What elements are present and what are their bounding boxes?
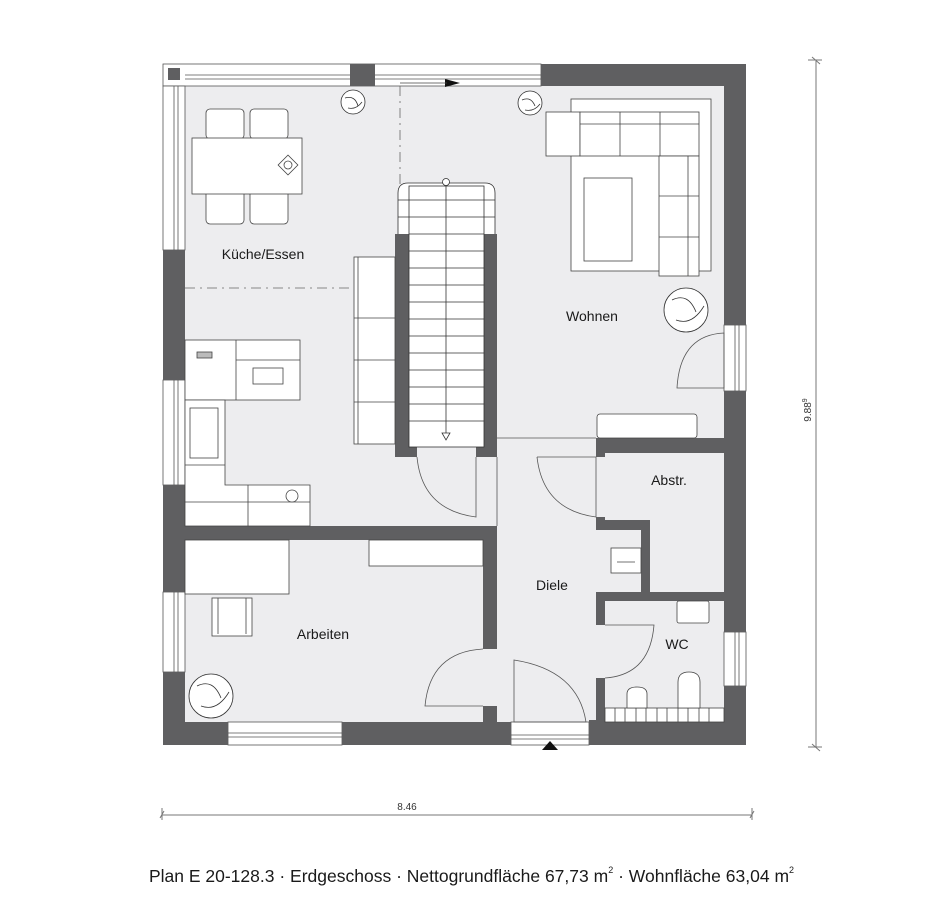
wc-fixtures: [604, 600, 725, 723]
living-area-value: 63,04: [725, 866, 770, 886]
dimension-height: [808, 56, 822, 752]
net-area-label: Nettogrundfläche: [406, 866, 541, 886]
dining-table[interactable]: [191, 108, 303, 225]
room-label-abstr: Abstr.: [651, 472, 687, 488]
plan-floor: Erdgeschoss: [290, 866, 392, 886]
sofa[interactable]: [545, 98, 712, 277]
kitchen-counter: [184, 339, 311, 527]
floor-plan: Küche/Essen Wohnen Abstr. Diele Arbeiten…: [159, 56, 822, 820]
sliding-door-arrow-icon: [445, 79, 460, 87]
desk[interactable]: [184, 539, 484, 637]
bench: [596, 413, 698, 439]
walls: [163, 64, 746, 745]
sideboard: [353, 256, 396, 445]
room-label-kueche: Küche/Essen: [222, 246, 305, 262]
room-label-wc: WC: [665, 636, 688, 652]
living-area-label: Wohnfläche: [628, 866, 721, 886]
door-swings[interactable]: [416, 332, 725, 723]
room-label-diele: Diele: [536, 577, 568, 593]
entrance-arrow-icon: [542, 741, 558, 750]
dimension-width: [159, 808, 755, 820]
net-area-value: 67,73: [544, 866, 589, 886]
plan-id: Plan E 20-128.3: [148, 866, 275, 886]
svg-text:9.889: 9.889: [802, 398, 814, 421]
plan-caption: Plan E 20-128.3 · Erdgeschoss · Nettogru…: [148, 865, 795, 886]
plants: [188, 89, 709, 719]
room-label-arbeiten: Arbeiten: [297, 626, 349, 642]
dimension-width-label: 8.46: [397, 802, 417, 813]
utility-sink: [610, 547, 642, 574]
room-label-wohnen: Wohnen: [566, 308, 618, 324]
staircase[interactable]: [397, 178, 496, 448]
dimension-height-label: 9.889: [802, 398, 814, 421]
zone-lines: [185, 86, 401, 289]
